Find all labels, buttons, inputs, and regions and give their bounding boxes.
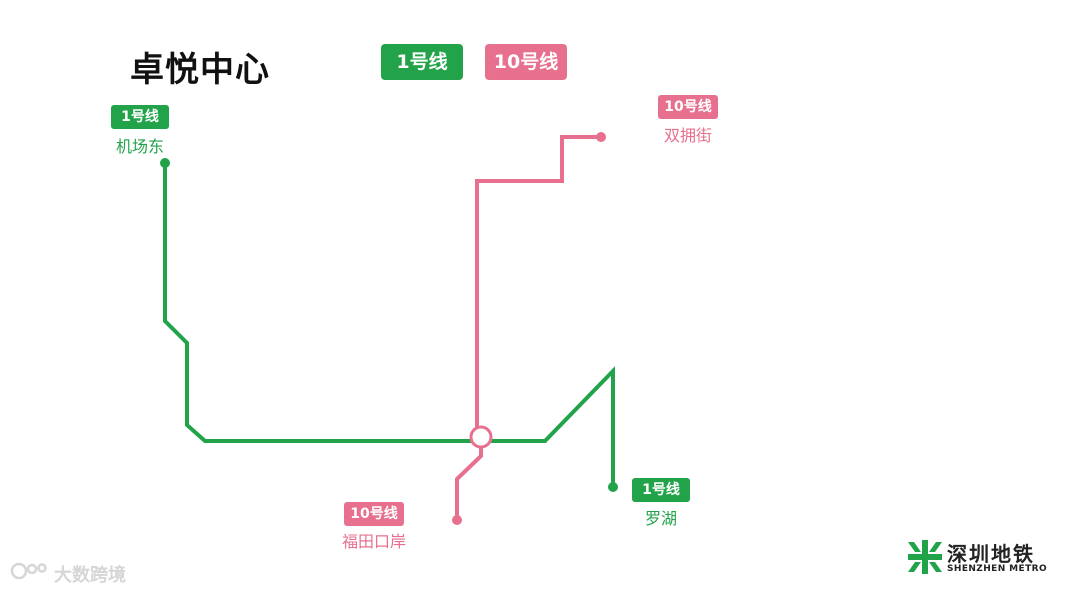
futiankouan-station-dot xyxy=(452,515,462,525)
interchange-station-marker xyxy=(469,425,493,449)
luohu-station-label: 罗湖 xyxy=(644,509,677,528)
shenzhen-metro-name-en: SHENZHEN METRO xyxy=(947,564,1047,574)
shuangyongjie-station-dot xyxy=(596,132,606,142)
jichangdong-line-badge: 1号线 xyxy=(111,105,169,129)
legend-line1-badge: 1号线 xyxy=(381,44,463,80)
jichangdong-station-dot xyxy=(160,158,170,168)
shenzhen-metro-name-cn: 深圳地铁 xyxy=(947,542,1035,566)
futiankouan-line-badge: 10号线 xyxy=(344,502,404,526)
futiankouan-station-label: 福田口岸 xyxy=(341,532,406,551)
watermark-logo-icon xyxy=(10,562,47,580)
line10-route xyxy=(455,135,601,520)
luohu-station-dot xyxy=(608,482,618,492)
legend-line10-badge: 10号线 xyxy=(485,44,567,80)
shuangyongjie-station-label: 双拥街 xyxy=(663,126,712,145)
shenzhen-metro-logo-icon xyxy=(908,540,942,574)
jichangdong-station-label: 机场东 xyxy=(115,137,164,156)
map-title: 卓悦中心 xyxy=(130,50,270,90)
shuangyongjie-line-badge: 10号线 xyxy=(658,95,718,119)
luohu-line-badge: 1号线 xyxy=(632,478,690,502)
watermark-text: 大数跨境 xyxy=(54,565,126,586)
line1-route xyxy=(163,163,615,487)
